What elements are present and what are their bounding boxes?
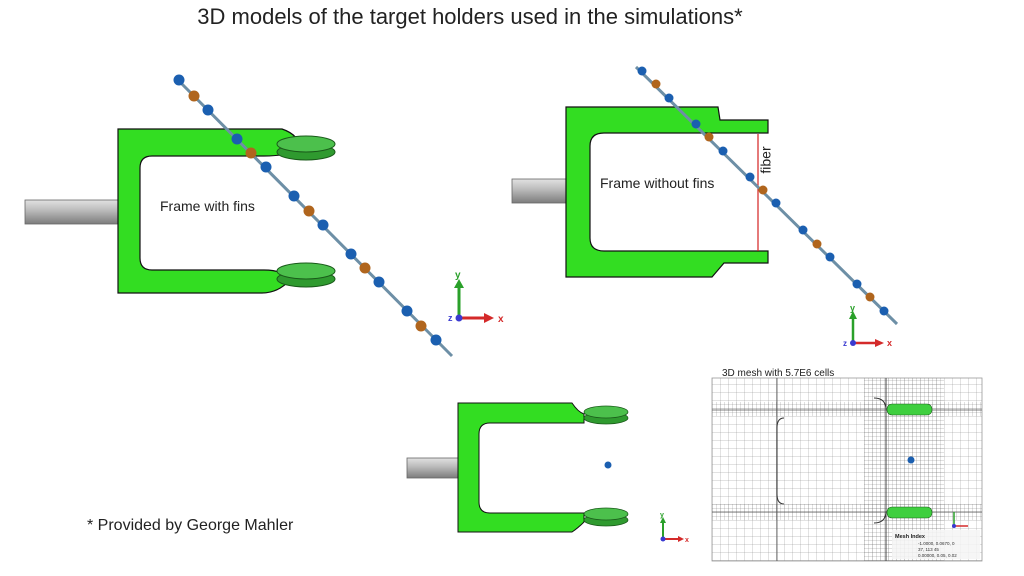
fin-bottom <box>276 262 336 288</box>
x-axis-label: x <box>887 338 892 348</box>
mesh-info-title: Mesh Index <box>895 534 926 540</box>
mesh-caption: 3D mesh with 5.7E6 cells <box>722 368 835 379</box>
mesh-fiber-cross-section <box>907 456 915 464</box>
y-axis-label: y <box>455 270 461 281</box>
axis-triad: y x <box>660 512 689 544</box>
fin-top <box>276 135 336 161</box>
slide-title: 3D models of the target holders used in … <box>197 4 743 29</box>
frame-without-fins-figure: y x z <box>511 65 899 348</box>
y-axis-label: y <box>850 303 855 313</box>
x-axis-label: x <box>685 537 689 544</box>
mesh-axis-triad <box>952 512 968 528</box>
mesh-figure: Mesh Index -1.0000, 0.0670, 0 37, 113 45… <box>711 377 983 562</box>
frame-body <box>457 402 585 533</box>
frame-with-fins-figure: y x z <box>24 74 504 358</box>
y-axis-label: y <box>660 512 664 519</box>
fiber-with-beads <box>173 74 454 358</box>
mesh-frame-outline <box>776 417 785 505</box>
fin-bottom <box>583 507 629 527</box>
frame-top-view-figure: y x <box>406 402 689 544</box>
fiber-cross-section <box>604 461 612 469</box>
axis-triad: y x z <box>448 270 504 325</box>
mesh-info-panel: Mesh Index -1.0000, 0.0670, 0 37, 113 45… <box>892 530 980 559</box>
mesh-fin-bottom <box>886 506 933 519</box>
axis-triad: y x z <box>843 303 892 348</box>
fiber-label: fiber <box>757 146 774 174</box>
mesh-info-row: 0.00000, 0.05, 0.02 <box>918 553 957 558</box>
support-rod <box>406 457 466 479</box>
frame-with-fins-label: Frame with fins <box>160 198 255 214</box>
x-axis-label: x <box>498 314 504 325</box>
mesh-info-row: -1.0000, 0.0670, 0 <box>918 541 955 546</box>
frame-body <box>565 106 769 278</box>
frame-without-fins-label: Frame without fins <box>600 175 715 191</box>
fin-top <box>583 405 629 425</box>
support-rod <box>511 178 575 204</box>
fiber-with-beads <box>634 65 899 326</box>
z-axis-label: z <box>448 313 453 323</box>
credit-footnote: * Provided by George Mahler <box>87 517 294 534</box>
support-rod <box>24 199 126 225</box>
mesh-info-row: 37, 113 45 <box>918 547 939 552</box>
mesh-fin-top <box>886 403 933 416</box>
z-axis-label: z <box>843 339 847 348</box>
